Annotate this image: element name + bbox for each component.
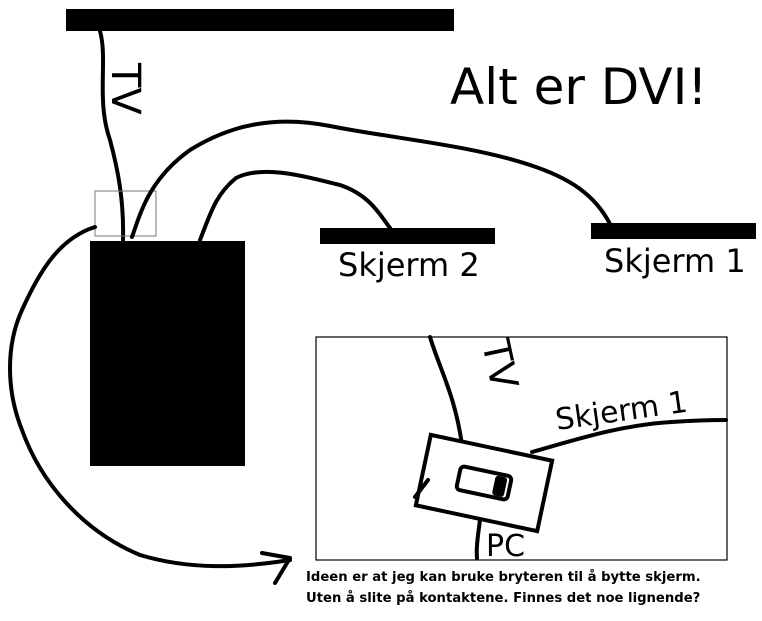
tv-label: TV (102, 62, 148, 115)
inset-left-stub (413, 478, 430, 499)
inset-tv-label: TV (473, 335, 526, 393)
screen1-cable (130, 119, 612, 239)
switch-box (94, 190, 157, 237)
screen2-label: Skjerm 2 (338, 246, 480, 284)
caption-line-2: Uten å slite på kontaktene. Finnes det n… (306, 591, 701, 606)
arrow-head (260, 551, 292, 585)
inset-switch-knob (492, 475, 508, 497)
screen1-bar (591, 223, 756, 239)
inset-switch (413, 432, 555, 534)
caption-line-1: Ideen er at jeg kan bruke bryteren til å… (306, 570, 701, 585)
inset-pc-cable (474, 518, 482, 560)
screen2-cable (198, 169, 392, 242)
tv-cable (98, 29, 126, 242)
arrow-curve (8, 225, 292, 569)
caption: Ideen er at jeg kan bruke bryteren til å… (306, 567, 758, 609)
screen2-bar (320, 228, 495, 244)
inset-pc-label: PC (486, 529, 525, 564)
inset-screen1-cable (530, 418, 728, 454)
diagram-title: Alt er DVI! (450, 58, 707, 116)
screen1-label: Skjerm 1 (604, 242, 746, 280)
tv-bar (66, 9, 454, 31)
inset-tv-cable (428, 335, 464, 447)
pc-tower (90, 241, 245, 466)
